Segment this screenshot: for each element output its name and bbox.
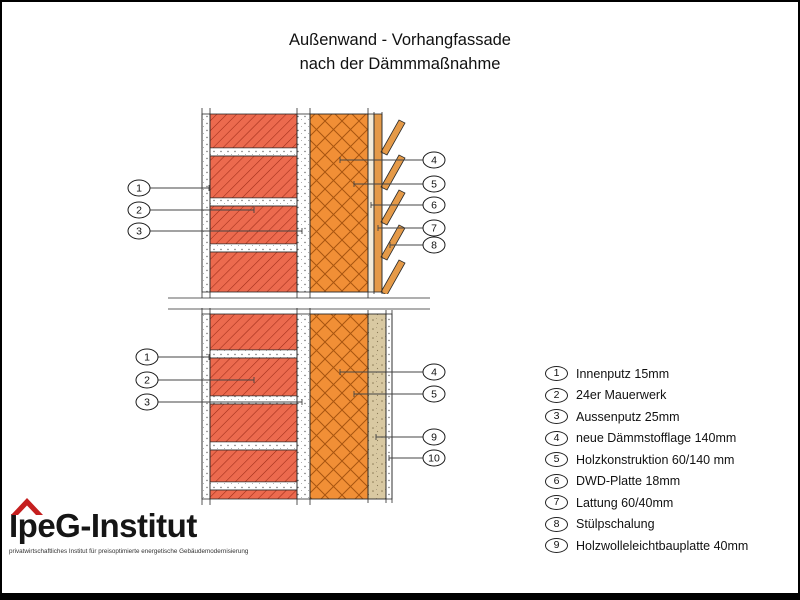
legend-number: 1 <box>545 366 568 382</box>
callout-number: 6 <box>431 200 437 212</box>
legend-item: 3 Aussenputz 25mm <box>545 406 748 428</box>
callout-lower-10: 10 <box>388 449 446 467</box>
inner-plaster-lower <box>201 313 211 500</box>
legend-number: 5 <box>545 452 568 468</box>
callout-number: 2 <box>144 375 150 387</box>
insulation-layer-upper <box>309 113 369 293</box>
callout-upper-7: 7 <box>377 219 446 237</box>
outer-plaster-upper <box>296 113 311 293</box>
legend-label: 24er Mauerwerk <box>576 388 667 403</box>
callout-number: 2 <box>136 205 142 217</box>
callout-upper-4: 4 <box>339 151 446 169</box>
callout-upper-8: 8 <box>389 236 446 254</box>
callout-number: 10 <box>428 453 440 465</box>
callout-lower-3: 3 <box>135 393 303 411</box>
layer-boundary-lines-upper <box>201 108 383 298</box>
logo-text: IpeG-Institut <box>9 507 197 544</box>
callout-number: 1 <box>144 352 150 364</box>
callout-number: 7 <box>431 223 437 235</box>
lattung-batten-upper <box>373 113 383 293</box>
callout-number: 5 <box>431 389 437 401</box>
legend-number: 6 <box>545 473 568 489</box>
callout-upper-5: 5 <box>353 175 446 193</box>
inner-plaster-upper <box>201 113 211 293</box>
callout-upper-6: 6 <box>370 196 446 214</box>
legend-number: 4 <box>545 430 568 446</box>
legend-number: 2 <box>545 387 568 403</box>
legend-item: 1 Innenputz 15mm <box>545 363 748 385</box>
section-break-lines <box>168 297 430 310</box>
logo: IpeG-Institut privatwirtschaftliches Ins… <box>9 498 309 555</box>
legend-number: 3 <box>545 409 568 425</box>
callout-lower-9: 9 <box>375 428 446 446</box>
lower-wall-section <box>201 308 393 505</box>
callout-number: 5 <box>431 179 437 191</box>
logo-tagline: privatwirtschaftliches Institut für prei… <box>9 548 249 555</box>
brick-masonry-upper <box>209 113 298 293</box>
callout-number: 9 <box>431 432 437 444</box>
legend-label: Lattung 60/40mm <box>576 495 674 510</box>
callout-number: 8 <box>431 240 437 252</box>
outer-plaster-lower <box>296 313 311 500</box>
legend-label: Holzkonstruktion 60/140 mm <box>576 452 735 467</box>
legend-item: 9 Holzwolleleichtbauplatte 40mm <box>545 535 748 557</box>
legend-label: Holzwolleleichtbauplatte 40mm <box>576 538 749 553</box>
legend-item: 4 neue Dämmstofflage 140mm <box>545 428 748 450</box>
drawing-title: Außenwand - Vorhangfassade nach der Dämm… <box>2 29 798 77</box>
legend-label: neue Dämmstofflage 140mm <box>576 431 737 446</box>
legend-label: Aussenputz 25mm <box>576 409 680 424</box>
legend-item: 2 24er Mauerwerk <box>545 385 748 407</box>
legend-item: 6 DWD-Platte 18mm <box>545 471 748 493</box>
callout-upper-3: 3 <box>127 222 303 240</box>
callout-number: 3 <box>144 397 150 409</box>
outer-render-lower <box>385 313 393 500</box>
callout-lower-5: 5 <box>353 385 446 403</box>
callout-number: 3 <box>136 226 142 238</box>
callout-upper-1: 1 <box>127 179 210 197</box>
callout-lower-1: 1 <box>135 348 210 366</box>
insulation-layer-lower <box>309 313 369 500</box>
legend: 1 Innenputz 15mm 2 24er Mauerwerk 3 Auss… <box>545 363 748 557</box>
legend-label: Stülpschalung <box>576 517 655 532</box>
title-line2: nach der Dämmmaßnahme <box>299 54 501 73</box>
legend-number: 7 <box>545 495 568 511</box>
callout-upper-2: 2 <box>127 201 255 219</box>
legend-item: 5 Holzkonstruktion 60/140 mm <box>545 449 748 471</box>
callout-lower-4: 4 <box>339 363 446 381</box>
upper-wall-section <box>201 108 406 298</box>
legend-number: 9 <box>545 538 568 554</box>
legend-item: 8 Stülpschalung <box>545 514 748 536</box>
legend-number: 8 <box>545 516 568 532</box>
legend-item: 7 Lattung 60/40mm <box>545 492 748 514</box>
callout-number: 1 <box>136 183 142 195</box>
callout-lower-2: 2 <box>135 371 255 389</box>
legend-label: Innenputz 15mm <box>576 366 670 381</box>
bottom-bar <box>2 593 798 598</box>
legend-label: DWD-Platte 18mm <box>576 474 681 489</box>
callout-number: 4 <box>431 367 437 379</box>
title-line1: Außenwand - Vorhangfassade <box>289 31 511 49</box>
logo-roof-icon <box>11 498 43 515</box>
stuelpschalung-cladding <box>380 119 406 294</box>
brick-masonry-lower <box>209 313 298 500</box>
layer-boundary-lines-lower <box>201 308 393 505</box>
callout-number: 4 <box>431 155 437 167</box>
wood-wool-board-lower <box>367 313 387 500</box>
